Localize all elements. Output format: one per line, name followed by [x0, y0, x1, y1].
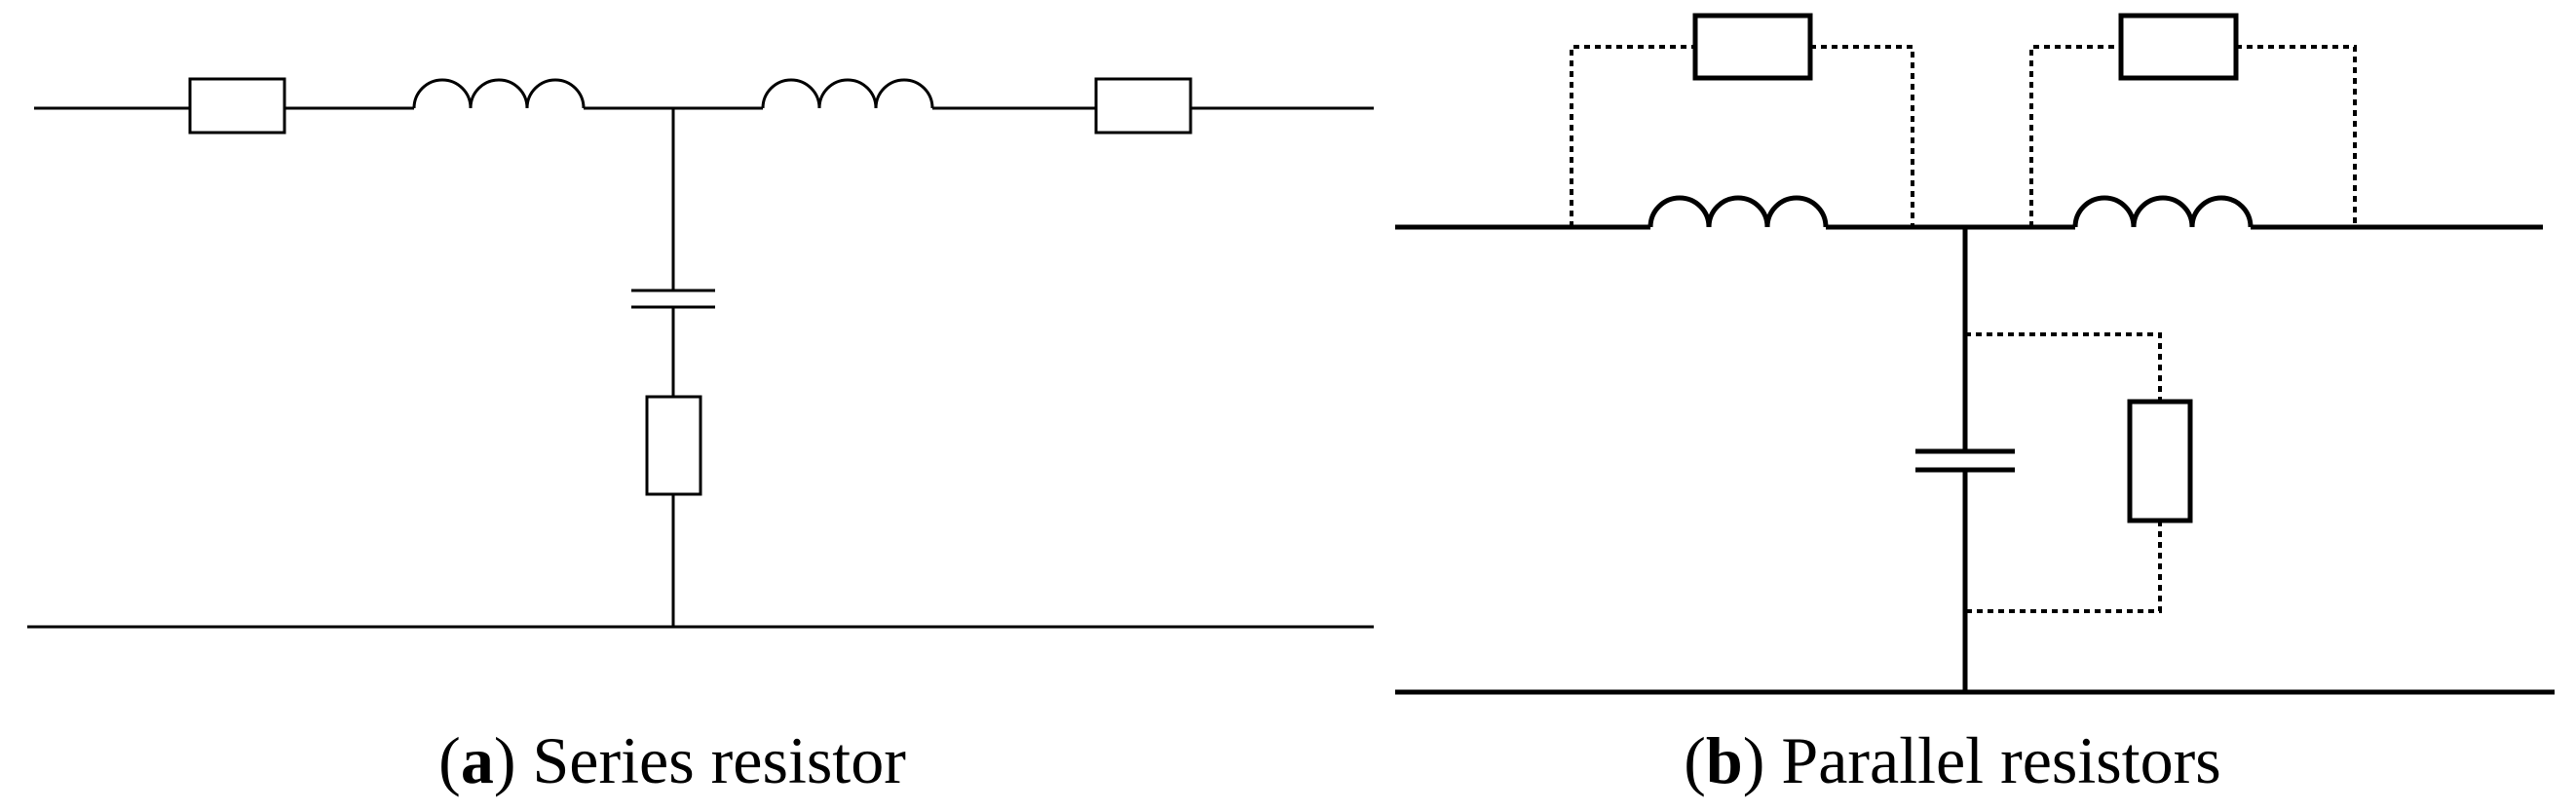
panel-a-series-resistor-right	[1094, 77, 1193, 135]
panel-b-caption-letter: b	[1706, 723, 1743, 797]
panel-a-inductor-right	[761, 78, 934, 109]
panel-b-parallel-resistor-branch	[2127, 399, 2193, 523]
panel-a-circuit	[27, 77, 1374, 629]
panel-b-circuit	[1395, 13, 2555, 695]
panel-b-inductor-right	[2072, 195, 2254, 228]
panel-b-parallel-path-left	[1570, 45, 1914, 227]
panel-b-parallel-path-right	[2029, 45, 2357, 227]
panel-a-caption-letter: a	[461, 723, 494, 797]
panel-b-parallel-resistor-right	[2118, 13, 2239, 81]
panel-b-caption-title: Parallel resistors	[1781, 723, 2220, 797]
panel-b-parallel-path-branch	[1965, 332, 2162, 613]
panel-b-parallel-resistor-left	[1692, 13, 1813, 81]
panel-a-inductor-left	[412, 78, 586, 109]
panel-a-caption: (a) Series resistor	[438, 723, 906, 797]
panel-a-branch-resistor	[645, 395, 702, 496]
panel-b-inductor-left	[1648, 195, 1829, 228]
panel-a-caption-title: Series resistor	[532, 723, 906, 797]
panel-a-series-resistor-left	[188, 77, 286, 135]
panel-b-caption: (b) Parallel resistors	[1684, 723, 2220, 797]
